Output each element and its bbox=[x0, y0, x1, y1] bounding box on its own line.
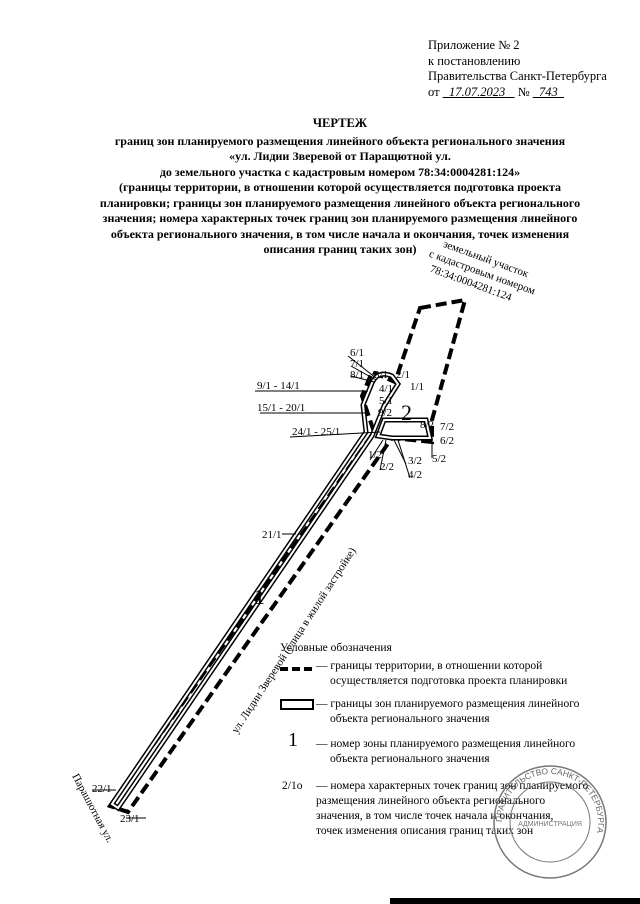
point-24-25: 24/1 - 25/1 bbox=[292, 426, 340, 438]
appendix-line-1: Приложение № 2 bbox=[428, 38, 520, 52]
point-7-2: 7/2 bbox=[440, 421, 454, 433]
point-5-1: 5/1 bbox=[379, 395, 393, 407]
appendix-num-label: № bbox=[517, 84, 530, 99]
point-15-20: 15/1 - 20/1 bbox=[257, 402, 305, 414]
point-23-1: 23/1 bbox=[120, 813, 140, 825]
point-21-1: 21/1 bbox=[262, 529, 282, 541]
zone-2-number: 2 bbox=[401, 400, 412, 425]
title-line-7: объекта регионального значения, в том чи… bbox=[110, 226, 570, 241]
point-8-1: 8/1 bbox=[350, 369, 364, 381]
appendix-line-3: Правительства Санкт-Петербурга bbox=[428, 69, 607, 83]
point-7-1: 7/1 bbox=[350, 358, 364, 370]
title-line-8: описания границ таких зон) bbox=[263, 242, 417, 256]
appendix-line-2: к постановлению bbox=[428, 53, 521, 68]
point-2-2: 2/2 bbox=[380, 461, 394, 473]
appendix-date-row: от 17.07.2023 № 743 bbox=[428, 85, 628, 101]
parcel-label: земельный участок с кадастровым номером … bbox=[427, 238, 536, 304]
point-3-1: 3/1 bbox=[374, 369, 388, 381]
bottom-scan-bar bbox=[390, 898, 640, 904]
title-line-4: (границы территории, в отношении которой… bbox=[118, 180, 562, 194]
point-8-2: 8/2 bbox=[420, 419, 434, 431]
title-line-6: значения; номера характерных точек грани… bbox=[102, 211, 578, 225]
legend-territory-text: — границы территории, в отношении которо… bbox=[316, 660, 568, 687]
appendix-date: 17.07.2023 bbox=[448, 84, 506, 99]
appendix-number: 743 bbox=[539, 84, 558, 99]
seal-inner-text: АДМИНИСТРАЦИЯ bbox=[518, 821, 582, 828]
legend-points-text: — номера характерных точек границ зон пл… bbox=[316, 780, 589, 837]
point-6-2: 6/2 bbox=[440, 435, 454, 447]
point-9-14: 9/1 - 14/1 bbox=[257, 380, 300, 392]
point-4-1: 4/1 bbox=[379, 383, 393, 395]
point-5-2: 5/2 bbox=[432, 453, 446, 465]
drawing-title: ЧЕРТЕЖ границ зон планируемого размещени… bbox=[40, 116, 640, 258]
title-line-3: до земельного участка с кадастровым номе… bbox=[159, 164, 521, 179]
point-2-1: 2/1 bbox=[396, 369, 410, 381]
leader-lines bbox=[92, 355, 433, 819]
legend-zone-text: — границы зон планируемого размещения ли… bbox=[316, 698, 580, 725]
point-4-2: 4/2 bbox=[408, 469, 422, 481]
point-1-1: 1/1 bbox=[410, 381, 424, 393]
title-line-5: планировки; границы зон планируемого раз… bbox=[99, 195, 581, 210]
point-3-2: 3/2 bbox=[408, 455, 422, 467]
territory-boundary bbox=[106, 297, 468, 815]
title-line-1: границ зон планируемого размещения линей… bbox=[114, 133, 566, 148]
point-6-1: 6/1 bbox=[350, 347, 364, 359]
dashed-line-icon bbox=[280, 667, 314, 671]
title-head: ЧЕРТЕЖ bbox=[312, 116, 368, 130]
appendix-block: Приложение № 2 к постановлению Правитель… bbox=[428, 38, 628, 100]
legend-zone-number-text: — номер зоны планируемого размещения лин… bbox=[316, 738, 576, 765]
legend-title: Условные обозначения bbox=[280, 642, 392, 654]
point-9-2: 9/2 bbox=[378, 407, 392, 419]
legend-points-sym: 2/1о bbox=[282, 780, 303, 792]
legend-zone-number-sym: 1 bbox=[288, 729, 298, 751]
title-line-2: «ул. Лидии Зверевой от Паращютной ул. bbox=[229, 149, 451, 163]
double-line-icon bbox=[280, 699, 314, 710]
official-seal: ПРАВИТЕЛЬСТВО САНКТ-ПЕТЕРБУРГА АДМИНИСТР… bbox=[493, 765, 607, 879]
appendix-from: от bbox=[428, 84, 440, 99]
point-22-1: 22/1 bbox=[92, 783, 112, 795]
zone-1-number: 1 bbox=[254, 584, 265, 609]
point-1-2: 1/2 bbox=[368, 449, 382, 461]
